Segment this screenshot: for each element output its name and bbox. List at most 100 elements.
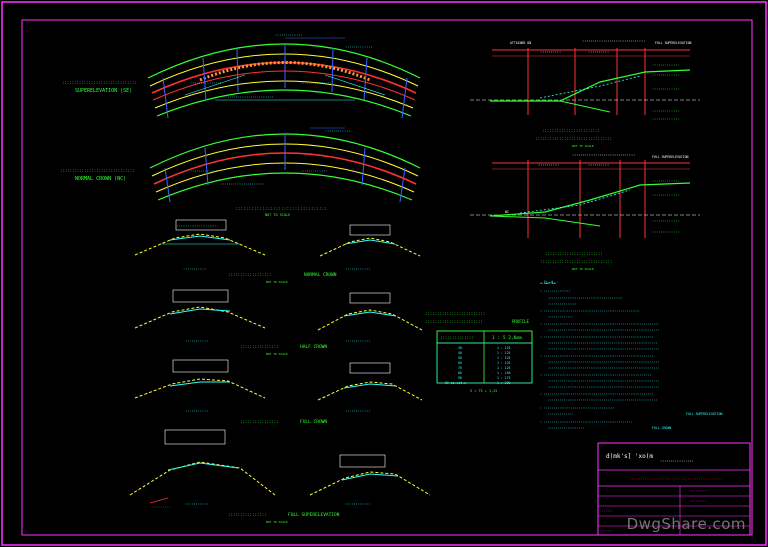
profile-upper-label-right: FULL SUPERELEVATION bbox=[655, 41, 692, 45]
svg-text::::::::::::::: ::::::::::::: bbox=[345, 45, 372, 49]
svg-text::::::::::::::: ::::::::::::: bbox=[275, 33, 302, 37]
plan-caption-note: NOT TO SCALE bbox=[265, 213, 290, 217]
svg-text:::::::::::::::::::::::::::::::: ::::::::::::::::::::::::::::::::::::::::… bbox=[548, 328, 659, 332]
svg-text:::::::::::::::: :::::::::::::: bbox=[440, 335, 474, 340]
svg-text:::::::::::::: :::::::::::: bbox=[345, 409, 370, 413]
svg-text:::::::::::::::::::::::::::::::: ::::::::::::::::::::::::::::::::::::::::… bbox=[548, 360, 659, 364]
table-header-right: 1 : 5 2,Kmm bbox=[492, 335, 522, 341]
table-cell: 1 : 150 bbox=[497, 371, 511, 375]
svg-text:::::::::::::: :::::::::::: bbox=[345, 502, 370, 506]
svg-text::::::::::::::::::::: ::::::::::::::::::: bbox=[548, 426, 585, 430]
svg-text:: :::::::::::::::::::::::::::: : ::::::::::::::::::::::::::::::::::::::… bbox=[540, 392, 653, 396]
svg-text::::::::::::::: ::::::::::::: bbox=[652, 73, 679, 77]
svg-text::::::::::::::: ::::::::::::: bbox=[548, 412, 573, 416]
svg-text::::::::::::::::: ::::::::::::::: bbox=[190, 81, 222, 85]
se-plan-label: SUPERELEVATION (SE) bbox=[75, 88, 132, 94]
transition-table: ::::::::::::::::::::::::: ::::::::::::::… bbox=[425, 311, 533, 384]
notes-full-crown: FULL CROWN bbox=[652, 426, 671, 430]
section-full-crown-right: :::::::::::: bbox=[317, 362, 423, 413]
title-block: :::::::::::::::: :::::::::::::::::::::::… bbox=[597, 442, 751, 536]
svg-text::::::::::::::: ::::::::::::: bbox=[652, 230, 679, 234]
nc-plan-label: NORMAL CROWN (NC) bbox=[75, 176, 126, 182]
svg-text:::::::::::::::::::::::::: :::::::::::::::::::::::: bbox=[425, 319, 483, 324]
svg-text::::::::::::::::::::::::: ::::::::::::::::::::::: bbox=[225, 95, 273, 99]
normal-crown-label: NORMAL CROWN bbox=[304, 272, 337, 278]
table-cell: 40 bbox=[458, 351, 462, 355]
table-cell: 80 bbox=[458, 371, 462, 375]
table-footnote: 5 = 75 + 1,25 bbox=[470, 389, 497, 393]
svg-text:::::::::::::: :::::::::::: bbox=[325, 129, 350, 133]
plan-caption: :::::::::::::::::::::::::::::::::: bbox=[235, 207, 327, 212]
table-cell: 60 bbox=[458, 361, 462, 365]
svg-text::::::::::::: ::::::::::: bbox=[185, 409, 208, 413]
svg-text::::::::::::: ::::::::::: bbox=[185, 339, 208, 343]
svg-text:::::::::::::: :::::::::::: bbox=[345, 339, 370, 343]
profile-lower: :::::::::::::::::::::::::::::: :::::::::… bbox=[470, 153, 700, 238]
svg-text:::::::::::: :::::::::: bbox=[540, 50, 561, 54]
svg-text:: :::::::::::::::::::::::::::: : ::::::::::::::::::::::::::::::::::::::… bbox=[540, 309, 640, 313]
svg-text::::::::::::::: ::::::::::::: bbox=[652, 117, 679, 121]
svg-text::::::::::: ::::::::: bbox=[690, 499, 706, 503]
table-cell: 1 : 125 bbox=[497, 351, 511, 355]
table-rows: 30 1 : 125 40 1 : 125 50 1 : 125 60 1 : … bbox=[445, 346, 511, 385]
svg-text::::::::::::::: ::::::::::::: bbox=[652, 219, 679, 223]
svg-text::::::::::::::: ::::::::::::: bbox=[652, 109, 679, 113]
svg-text:::::::::::::::::::::::::::::::: ::::::::::::::::::::::::::::::::::::::::… bbox=[548, 379, 659, 383]
notes-block: ملاحظات : :::::::::::::: :::::::::::::::… bbox=[540, 281, 723, 430]
profile-upper-label-left: ATTAINED ON bbox=[510, 41, 531, 45]
svg-text:::::::::::::::::: :::::::::::::::: bbox=[660, 459, 694, 463]
svg-text::::::::::::::::: ::::::::::::::: bbox=[548, 302, 577, 306]
watermark-logo: DwgShare.com bbox=[626, 515, 746, 533]
svg-text:::::::::::::::::::::::::::::::: ::::::::::::::::::::::::::::::::::::::::… bbox=[630, 477, 722, 481]
notes-full-superelevation: FULL SUPERELEVATION bbox=[686, 412, 723, 416]
section-half-crown-left: ::::::::::: bbox=[134, 289, 266, 343]
table-label: PROFILE bbox=[512, 319, 529, 324]
svg-text:::::::::::: :::::::::: bbox=[538, 163, 559, 167]
notes-heading: ملاحظات bbox=[540, 281, 557, 286]
svg-text::::::::: ::::::: bbox=[600, 529, 613, 533]
nc-plan-arabic-label: ::::::::::::::::::::::::::::::: bbox=[60, 168, 135, 173]
svg-text::::::::::::::::::::::::::: ::::::::::::::::::::::::: bbox=[425, 311, 485, 316]
profile-lower-label-left: NC bbox=[505, 210, 509, 214]
svg-text::::::::::::: ::::::::::: bbox=[183, 267, 206, 271]
svg-text:: :::::::::::::::::::::::::::: : ::::::::::::::::::::::::::::::::::::::… bbox=[540, 335, 653, 339]
table-cell: 1 : 125 bbox=[497, 361, 511, 365]
table-cell: 30 bbox=[458, 346, 462, 350]
plan-superelevation: ::::::::::::::: ::::::::::::::: ::::::::… bbox=[147, 33, 421, 119]
profile-upper: :::::::::::::::::::::::::::::: :::::::::… bbox=[470, 39, 700, 121]
section-normal-crown-left: :::::::::::::::::::::::: ::::::::::: bbox=[134, 219, 266, 271]
svg-text::::::::: ::::::: bbox=[600, 509, 613, 513]
svg-text:: :::::::::::::::::::::::::::: : ::::::::::::::::::::::::::::::::::::::… bbox=[540, 373, 651, 377]
full-crown-label: FULL CROWN bbox=[300, 419, 327, 425]
svg-text::::::::::::::::::::::: ::::::::::::::::::::: bbox=[220, 182, 264, 186]
se-plan-arabic-label: ::::::::::::::::::::::::::::::: bbox=[62, 80, 137, 85]
half-crown-arabic: :::::::::::::::: bbox=[240, 344, 279, 349]
svg-text:: :::::::::::::::::::::::::::: : ::::::::::::::::::::::::::::::::::::::… bbox=[540, 322, 659, 326]
svg-text:::::::::::::::::::::::::::::::: ::::::::::::::::::::::::::::::::::::::: bbox=[548, 296, 623, 300]
svg-text::::::::::::::: ::::::::::::: bbox=[548, 315, 573, 319]
svg-text::::::::::::::: ::::::::::::: bbox=[652, 87, 679, 91]
section-half-crown-right: :::::::::::: bbox=[317, 292, 423, 343]
svg-text:::::::::::::::::::::::::::::::: ::::::::::::::::::::::::::::::::::::::::… bbox=[548, 347, 659, 351]
table-cell: 1 : 175 bbox=[497, 376, 511, 380]
section-full-crown-left: ::::::::::: bbox=[134, 359, 266, 413]
svg-text:::::::::::::::::::::::::::::::: ::::::::::::::::::::::::::::::::::::::::… bbox=[548, 385, 659, 389]
svg-text:: ::::::::::::::: : :::::::::::::: bbox=[540, 289, 571, 293]
table-cell: 90 bbox=[458, 376, 462, 380]
full-superelevation-note: NOT TO SCALE bbox=[266, 520, 288, 524]
svg-text:::::::::::: :::::::::: bbox=[588, 50, 609, 54]
svg-text:::::::::::::::::::::::::::::::: :::::::::::::::::::::::::::::: bbox=[572, 153, 635, 157]
half-crown-label: HALF CROWN bbox=[300, 344, 327, 350]
svg-text:::::::::::::::::::::::::::::::: ::::::::::::::::::::::::::::::::::::::::… bbox=[548, 366, 659, 370]
full-crown-arabic: :::::::::::::::: bbox=[240, 419, 279, 424]
svg-text:::::::::::: :::::::::: bbox=[588, 163, 609, 167]
profile-upper-caption: :::::::::::::::::::::::: bbox=[542, 128, 600, 133]
svg-text:: :::::::::::::::::::::::::::: : ::::::::::::::::::::::::::::::::::::::… bbox=[540, 420, 632, 424]
profile-lower-note: NOT TO SCALE bbox=[572, 267, 594, 271]
normal-crown-arabic: :::::::::::::::::: bbox=[228, 272, 271, 277]
svg-text::::::::::: ::::::::: bbox=[152, 505, 171, 509]
svg-text::::::::::::::::: ::::::::::::::: bbox=[300, 81, 332, 85]
full-superelevation-arabic: :::::::::::::::: bbox=[228, 512, 267, 517]
svg-text::::::::::::::: ::::::::::::: bbox=[652, 179, 679, 183]
